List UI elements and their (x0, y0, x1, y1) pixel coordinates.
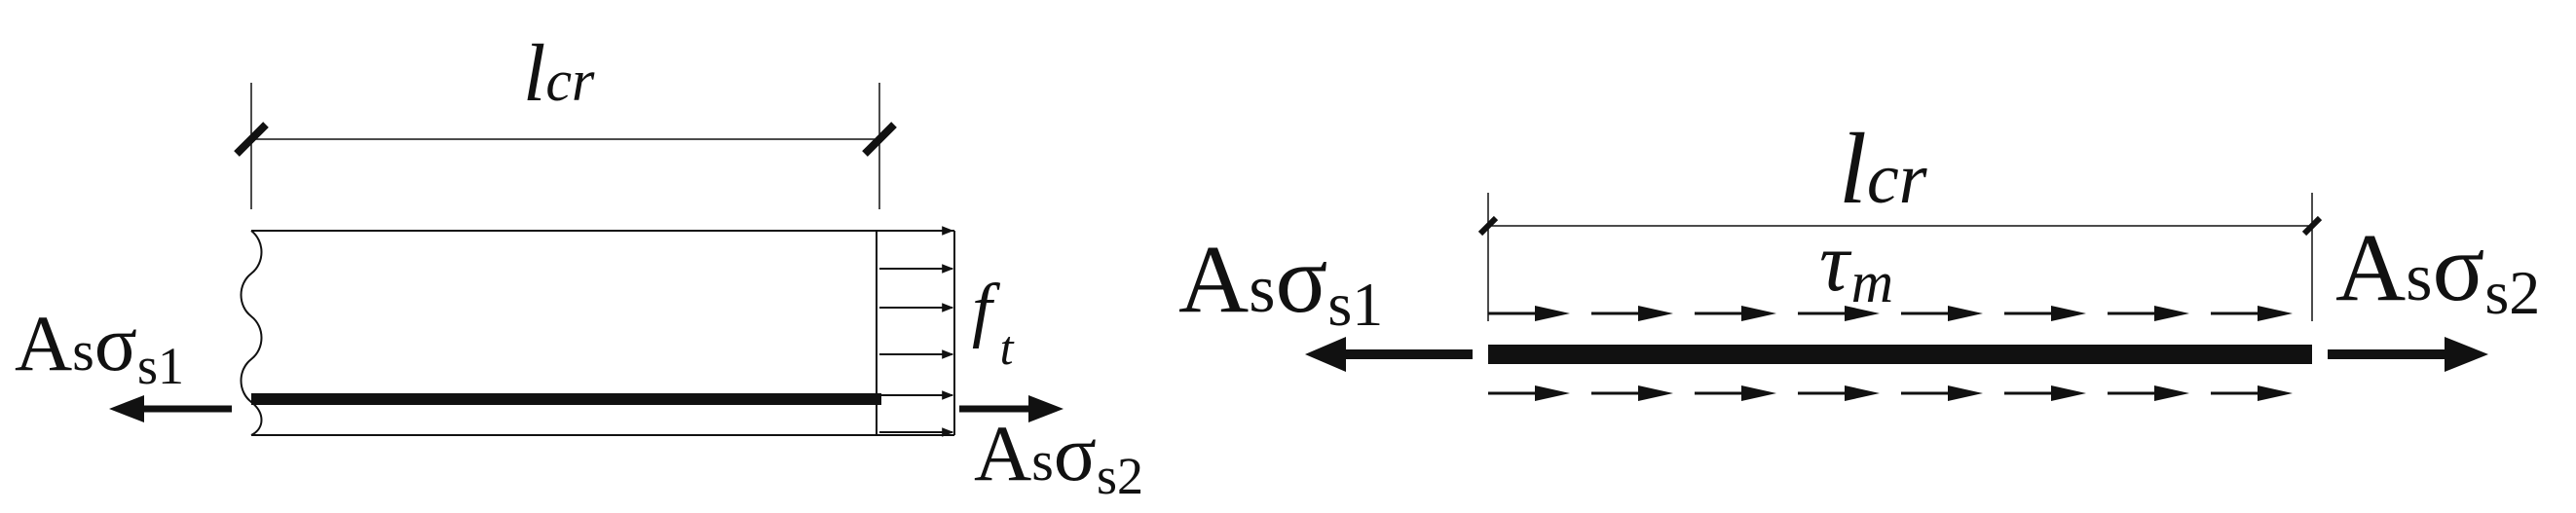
right-figure: lcr τm Asσs1 Asσs2 (1178, 113, 2540, 401)
left-length-label: lcr (523, 28, 595, 119)
right-dim-tick-right (2301, 215, 2323, 237)
left-force-label-s2: Asσs2 (974, 409, 1143, 505)
bond-stress-arrow (1798, 385, 1880, 401)
right-length-label: lcr (1839, 113, 1928, 225)
bond-stress-arrow (1591, 306, 1673, 321)
left-force-arrow-right (959, 395, 1064, 422)
tensile-stress-arrows (879, 226, 954, 437)
bond-stress-arrow (1901, 385, 1983, 401)
right-fig-force-label-s1: Asσs1 (1178, 225, 1383, 339)
right-dim-tick-left (1477, 215, 1499, 237)
upper-bond-stress-arrows (1488, 306, 2293, 321)
bond-stress-arrow (2004, 385, 2086, 401)
left-force-label-s1: Asσs1 (15, 299, 184, 395)
bond-stress-arrow (1901, 306, 1983, 321)
bond-stress-label: τm (1819, 215, 1893, 314)
left-dimension (234, 83, 897, 209)
right-fig-force-arrow-left (1305, 337, 1473, 372)
bond-stress-arrow (1488, 306, 1570, 321)
left-dim-tick-right (862, 122, 897, 157)
bond-stress-arrow (1695, 306, 1776, 321)
bond-stress-arrow (1488, 385, 1570, 401)
left-dim-tick-left (234, 122, 269, 157)
bond-stress-arrow (2108, 306, 2189, 321)
bond-stress-arrow (2211, 385, 2293, 401)
right-fig-force-arrow-right (2328, 337, 2488, 372)
right-dimension (1477, 193, 2323, 321)
bond-stress-arrow (2211, 306, 2293, 321)
right-fig-force-label-s2: Asσs2 (2335, 213, 2540, 327)
bond-stress-arrow (1695, 385, 1776, 401)
bond-stress-arrow (1591, 385, 1673, 401)
left-force-arrow-left (109, 395, 232, 422)
bond-stress-arrow (2108, 385, 2189, 401)
lower-bond-stress-arrows (1488, 385, 2293, 401)
bond-stress-arrow (1798, 306, 1880, 321)
bond-stress-arrow (2004, 306, 2086, 321)
